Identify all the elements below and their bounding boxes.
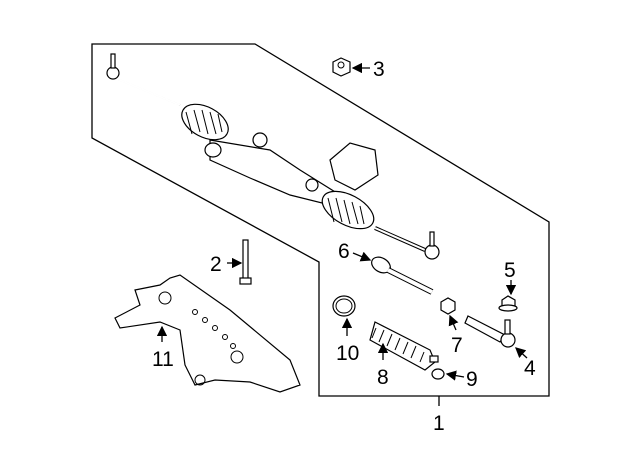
small-clamp-part-9[interactable] [431,368,445,380]
inner-tie-rod-part-6[interactable] [369,254,434,295]
nut-part-3[interactable] [332,57,351,77]
steering-rack-assembly[interactable] [106,53,440,260]
callout-9: 9 [445,368,478,391]
callout-11: 11 [152,325,174,371]
callout-4: 4 [515,347,536,380]
crossmember-part-11[interactable] [114,274,301,393]
svg-text:1: 1 [433,412,445,435]
svg-text:7: 7 [451,334,463,357]
bellows-boot-part-8[interactable] [369,321,439,371]
svg-text:8: 8 [377,366,389,389]
boot-clamp-part-10[interactable] [332,295,356,317]
callout-8: 8 [377,342,389,389]
svg-text:3: 3 [373,58,385,81]
outer-tie-rod-end-part-4[interactable] [464,315,516,348]
svg-text:2: 2 [210,253,222,276]
callout-10: 10 [336,317,359,365]
svg-text:11: 11 [152,348,174,371]
assembly-outline [91,43,550,397]
callout-1: 1 [433,396,445,435]
nut-part-5[interactable] [498,295,518,312]
jam-nut-part-7[interactable] [440,297,456,315]
svg-text:6: 6 [338,240,350,263]
svg-text:5: 5 [504,259,516,282]
bolt-part-2[interactable] [239,239,252,285]
callout-2: 2 [210,253,243,276]
callout-5: 5 [504,259,517,296]
callout-7: 7 [448,314,463,357]
svg-text:10: 10 [336,342,359,365]
svg-text:4: 4 [524,357,536,380]
callout-6: 6 [338,240,372,263]
svg-text:9: 9 [466,368,478,391]
callout-3: 3 [351,58,385,81]
